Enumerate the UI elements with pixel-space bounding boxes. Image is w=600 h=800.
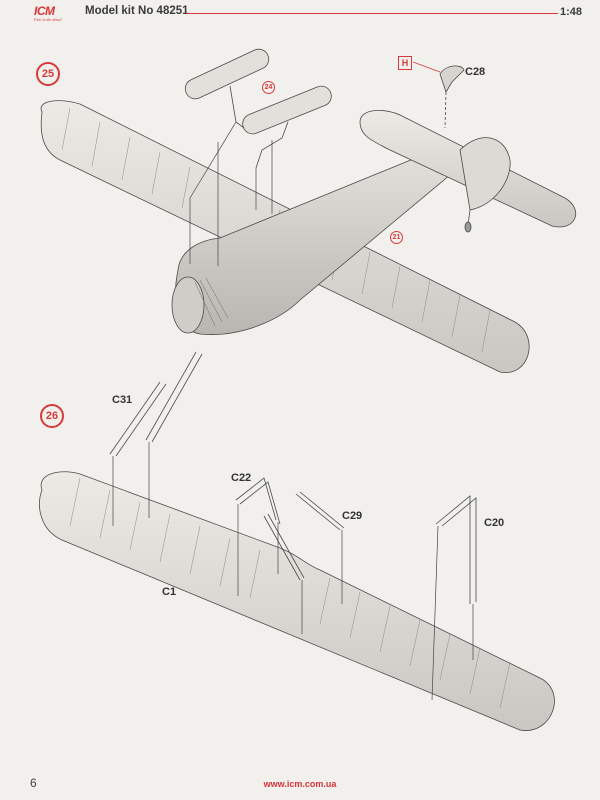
subassembly-24-marker: 24 bbox=[262, 81, 275, 94]
part-c28-bracket bbox=[412, 61, 465, 129]
strut-c22 bbox=[235, 477, 281, 525]
strut-c20 bbox=[435, 495, 477, 604]
footer-url[interactable]: www.icm.com.ua bbox=[263, 779, 337, 789]
kit-number: Model kit No 48251 bbox=[85, 5, 189, 17]
float-rear bbox=[242, 85, 332, 135]
floats-assembly bbox=[184, 48, 332, 169]
strut-c31 bbox=[109, 351, 203, 457]
page-header: ICM Fine in the detail Model kit No 4825… bbox=[0, 0, 600, 26]
part-c22-label: C22 bbox=[231, 472, 252, 484]
lower-wing-ribs bbox=[69, 477, 511, 709]
icm-logo: ICM bbox=[34, 4, 55, 18]
strut-c29 bbox=[263, 491, 345, 581]
header-divider bbox=[186, 13, 558, 14]
step-25-marker: 25 bbox=[36, 62, 60, 86]
step-25-aircraft bbox=[40, 100, 577, 373]
engine-nose bbox=[171, 276, 205, 334]
float-front bbox=[184, 48, 270, 100]
step-26-marker: 26 bbox=[40, 404, 64, 428]
part-c29-label: C29 bbox=[342, 510, 363, 522]
subassembly-21-marker: 21 bbox=[390, 231, 403, 244]
part-c1-label: C1 bbox=[162, 586, 177, 598]
scale-label: 1:48 bbox=[559, 6, 582, 18]
part-h-marker: H bbox=[398, 56, 412, 70]
step-26-guide-lines bbox=[112, 442, 474, 701]
lower-wing bbox=[39, 471, 555, 731]
step-25-guide-lines bbox=[189, 121, 273, 266]
vertical-fin bbox=[459, 137, 511, 211]
part-c31-label: C31 bbox=[112, 394, 133, 406]
step-26-lower-wing bbox=[39, 351, 555, 731]
logo-tagline: Fine in the detail bbox=[34, 17, 62, 22]
page-number: 6 bbox=[30, 776, 37, 790]
part-c28-label: C28 bbox=[465, 66, 486, 78]
part-c20-label: C20 bbox=[484, 517, 505, 529]
